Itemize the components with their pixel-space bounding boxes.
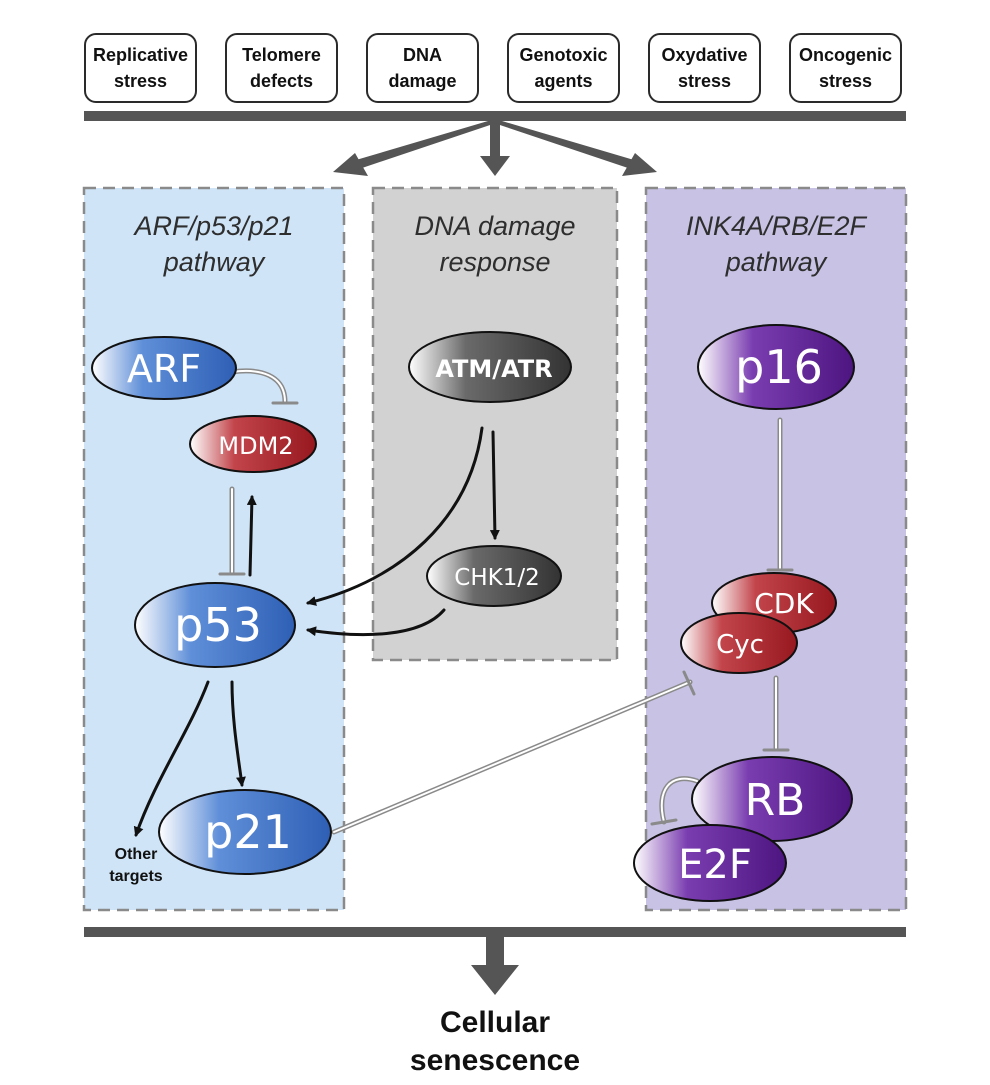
stress-replicative: Replicative stress xyxy=(84,33,197,103)
node-p21: p21 xyxy=(158,789,332,875)
stress-dna-damage: DNA damage xyxy=(366,33,479,103)
distribution-arrows xyxy=(333,121,657,176)
node-p16-label: p16 xyxy=(735,340,823,394)
node-cdk-label: CDK xyxy=(754,587,814,620)
node-p53: p53 xyxy=(134,582,296,668)
stress-oxydative: Oxydative stress xyxy=(648,33,761,103)
node-p53-label: p53 xyxy=(174,598,262,652)
node-cyc-label: Cyc xyxy=(716,630,764,660)
stress-genotoxic-agents: Genotoxic agents xyxy=(507,33,620,103)
top-bar xyxy=(84,111,906,121)
stress-dna-damage-label: DNA damage xyxy=(388,45,457,91)
panel-title-ink4a-rb-e2f: INK4A/RB/E2F pathway xyxy=(685,211,867,277)
node-arf: ARF xyxy=(91,336,237,400)
panel-title-arf-p53-p21: ARF/p53/p21 pathway xyxy=(134,211,294,277)
node-rb: RB xyxy=(691,756,853,842)
node-mdm2-label: MDM2 xyxy=(218,432,293,460)
senescence-arrow xyxy=(471,937,519,995)
node-e2f: E2F xyxy=(633,824,787,902)
node-atm-atr-label: ATM/ATR xyxy=(435,355,552,383)
node-mdm2: MDM2 xyxy=(189,415,317,473)
stress-telomere-label: Telomere defects xyxy=(242,45,321,91)
panel-arf-p53-p21 xyxy=(82,186,346,912)
node-rb-label: RB xyxy=(745,775,806,826)
node-p16: p16 xyxy=(697,324,855,410)
other-targets-label: Other targets xyxy=(109,846,163,885)
node-chk12: CHK1/2 xyxy=(426,545,562,607)
stress-telomere-defects: Telomere defects xyxy=(225,33,338,103)
edges xyxy=(133,368,794,837)
stress-oxydative-label: Oxydative stress xyxy=(661,45,748,91)
node-chk12-label: CHK1/2 xyxy=(454,565,539,591)
node-atm-atr: ATM/ATR xyxy=(408,331,572,403)
node-arf-label: ARF xyxy=(127,347,201,391)
stress-oncogenic: Oncogenic stress xyxy=(789,33,902,103)
bottom-bar xyxy=(84,927,906,937)
stress-genotoxic-label: Genotoxic agents xyxy=(519,45,608,91)
node-cyc: Cyc xyxy=(680,612,798,674)
cellular-senescence-label: Cellular senescence xyxy=(409,1006,581,1077)
stress-oncogenic-label: Oncogenic stress xyxy=(798,45,892,91)
node-e2f-label: E2F xyxy=(678,842,752,888)
node-p21-label: p21 xyxy=(204,805,292,859)
stress-replicative-label: Replicative stress xyxy=(92,45,189,91)
panel-title-dna-damage-response: DNA damage response xyxy=(414,211,576,277)
